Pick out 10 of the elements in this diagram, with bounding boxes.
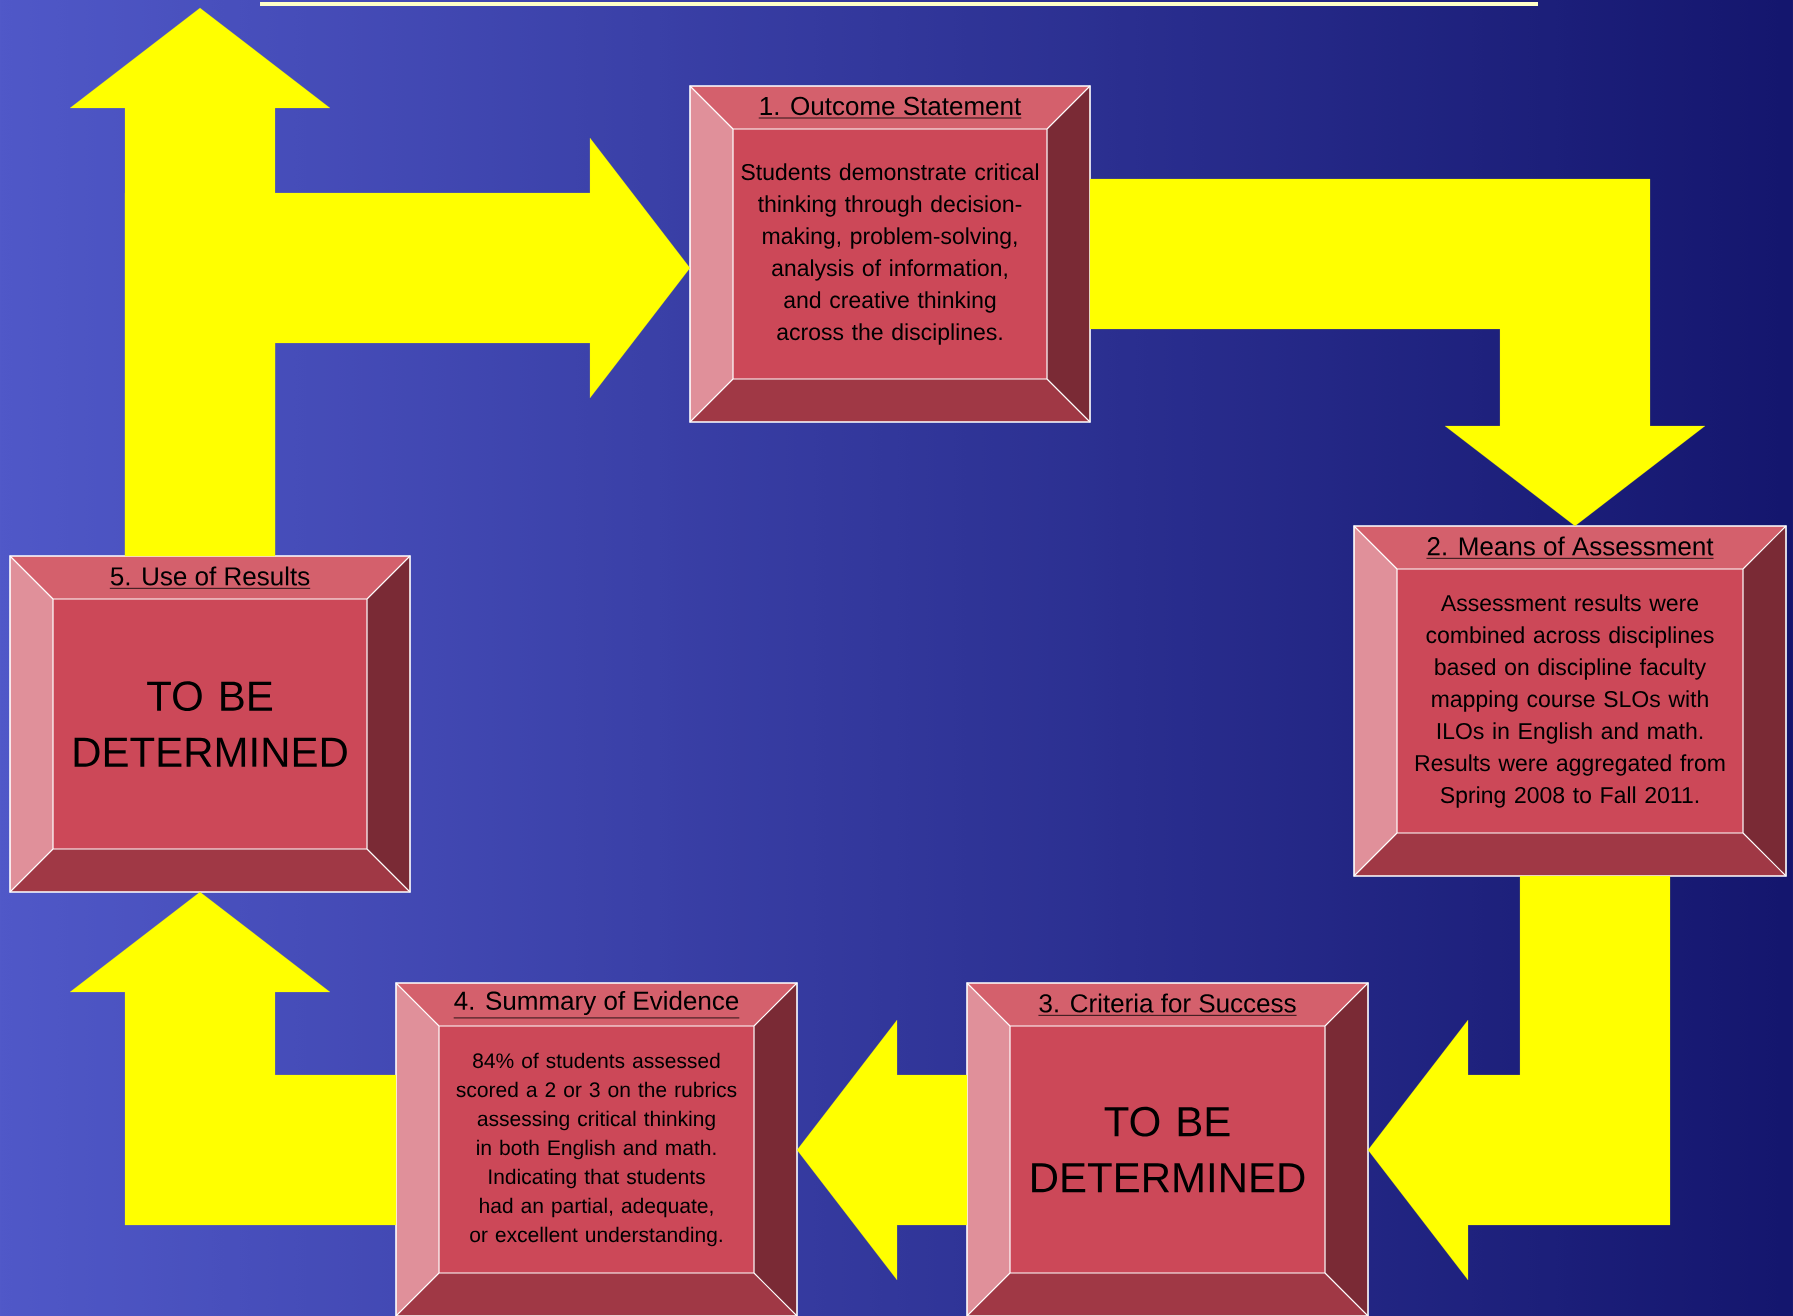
bevel-box: 2. Means of Assessment Assessment results were combined across disciplines based on discipline faculty mapping course SLOs with ILOs in English and math. Results were aggregated from Spring 2008 to Fall 2011. — [1353, 525, 1787, 877]
block-arrow — [69, 891, 397, 1226]
block-arrow — [1089, 178, 1706, 527]
bevel-box: 4. Summary of Evidence 84% of students assessed scored a 2 or 3 on the rubrics assessing critical thinking in both English and math. Indicating that students had an partial, adequate, or excellent understanding. — [395, 982, 798, 1316]
block-arrow — [796, 1019, 968, 1281]
block-arrow — [69, 7, 331, 557]
block-arrow — [1367, 875, 1671, 1281]
bevel-box: 3. Criteria for Success TO BE DETERMINED — [966, 982, 1369, 1316]
bevel-box: 1. Outcome Statement Students demonstrate critical thinking through decision-making, problem-solving, analysis of information, and creative thinking across the disciplines. — [689, 85, 1091, 423]
bevel-box: 5. Use of Results TO BE DETERMINED — [9, 555, 411, 893]
